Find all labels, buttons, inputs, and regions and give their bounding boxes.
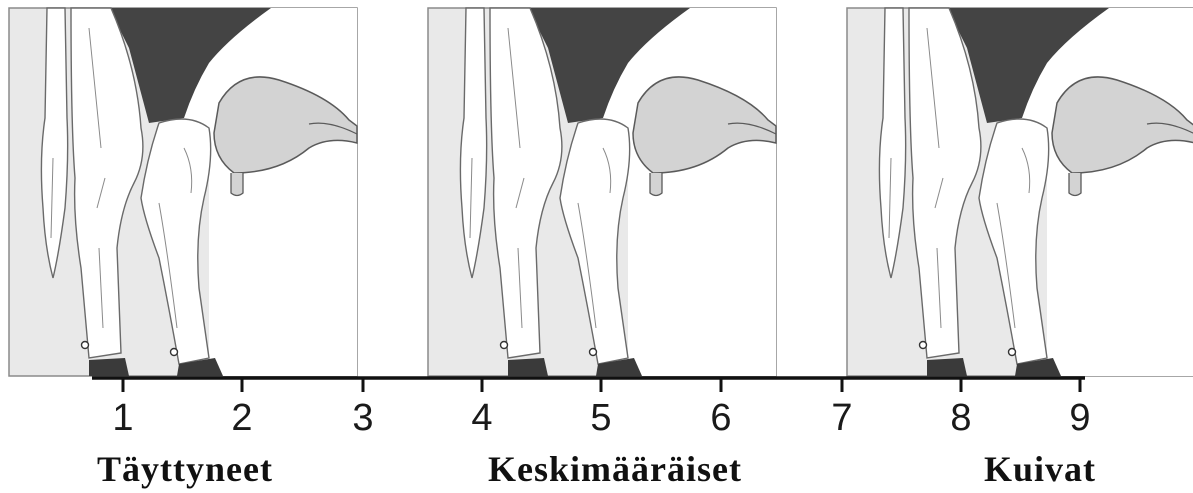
scale-tick-label: 8 <box>941 398 981 438</box>
group-label-dry: Kuivat <box>960 449 1120 489</box>
scale-tick-marks <box>123 378 1080 392</box>
group-label-average: Keskimääräiset <box>455 449 775 489</box>
scale-tick-label: 2 <box>222 398 262 438</box>
scale-tick-label: 7 <box>822 398 862 438</box>
group-label-filled: Täyttyneet <box>60 449 310 489</box>
scale-tick-label: 4 <box>462 398 502 438</box>
panel-average <box>428 8 776 376</box>
scale-tick-label: 1 <box>103 398 143 438</box>
scale-tick-label: 5 <box>581 398 621 438</box>
scale-tick-label: 3 <box>343 398 383 438</box>
scale-tick-label: 6 <box>701 398 741 438</box>
scale-tick-label: 9 <box>1060 398 1100 438</box>
panel-dry <box>847 8 1193 376</box>
panel-filled <box>9 8 357 376</box>
